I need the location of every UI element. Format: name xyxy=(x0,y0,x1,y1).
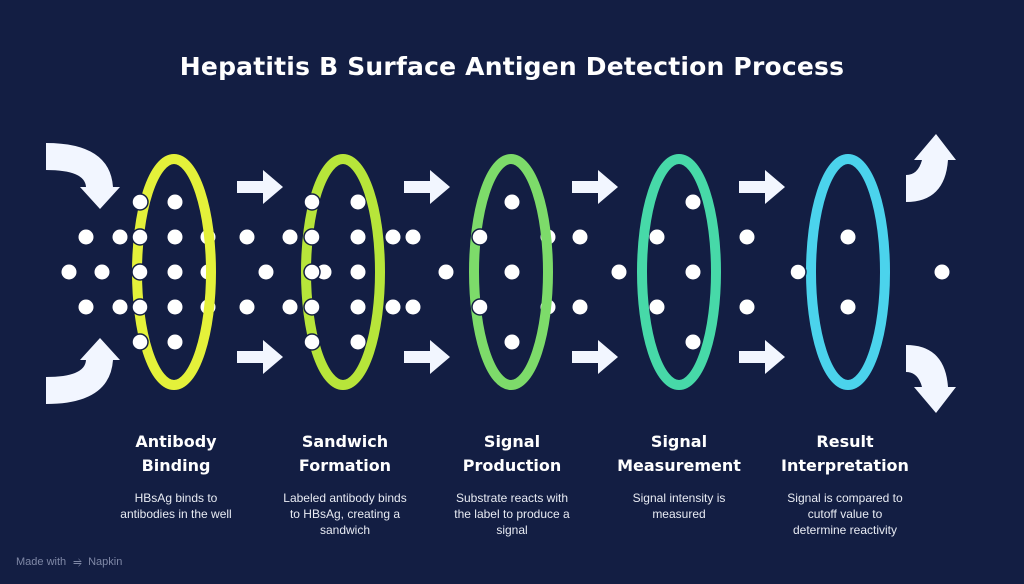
bound-particle-dot xyxy=(303,263,321,281)
particle-dot xyxy=(685,334,701,350)
bound-particle-dot xyxy=(471,298,489,316)
flow-arrow-icon xyxy=(739,340,785,374)
particle-dot xyxy=(504,194,520,210)
bound-particle-dot xyxy=(789,263,807,281)
particle-dot xyxy=(112,299,128,315)
bound-particle-dot xyxy=(131,333,149,351)
step-sandwich-formation: Sandwich Formation Labeled antibody bind… xyxy=(255,430,435,538)
particle-dot xyxy=(350,194,366,210)
napkin-logo-icon: ⥤ xyxy=(73,556,83,568)
particle-dot xyxy=(316,264,332,280)
step-antibody-binding: Antibody Binding HBsAg binds to antibodi… xyxy=(86,430,266,522)
flow-arrow-icon xyxy=(237,170,283,204)
particle-dot xyxy=(685,194,701,210)
entry-arrow-bottom-icon xyxy=(46,338,120,404)
step-description: Signal is compared to cutoff value to de… xyxy=(787,491,903,537)
bound-particle-dot xyxy=(131,193,149,211)
particle-dot xyxy=(611,264,627,280)
particle-dot xyxy=(350,299,366,315)
ring-stage-3 xyxy=(469,154,553,390)
particle-dot xyxy=(739,299,755,315)
flow-arrow-icon xyxy=(572,170,618,204)
particle-dot xyxy=(350,229,366,245)
particle-dot xyxy=(350,334,366,350)
particle-dot xyxy=(685,264,701,280)
particle-dot xyxy=(167,334,183,350)
diagram-title: Hepatitis B Surface Antigen Detection Pr… xyxy=(179,52,845,81)
particle-dot xyxy=(167,299,183,315)
step-title: Signal Production xyxy=(462,432,562,475)
particle-dot xyxy=(840,299,856,315)
particle-dot xyxy=(239,299,255,315)
particle-dot xyxy=(385,299,401,315)
particle-dot xyxy=(504,264,520,280)
particle-dot xyxy=(350,264,366,280)
particle-dot xyxy=(438,264,454,280)
step-title: Antibody Binding xyxy=(135,432,217,475)
step-title: Result Interpretation xyxy=(781,432,909,475)
particle-dot xyxy=(78,299,94,315)
particle-dot xyxy=(739,229,755,245)
ring-stage-5 xyxy=(806,154,890,390)
particle-dot xyxy=(78,229,94,245)
bound-particle-dot xyxy=(471,228,489,246)
bound-particle-dot xyxy=(131,298,149,316)
entry-arrow-top-icon xyxy=(46,143,120,209)
step-title: Sandwich Formation xyxy=(298,432,392,475)
step-title: Signal Measurement xyxy=(617,432,741,475)
particle-dot xyxy=(649,299,665,315)
particle-dot xyxy=(282,229,298,245)
flow-arrow-icon xyxy=(404,340,450,374)
step-result-interpretation: Result Interpretation Signal is compared… xyxy=(755,430,935,538)
bound-particle-dot xyxy=(303,298,321,316)
particle-dot xyxy=(405,229,421,245)
particle-dot xyxy=(61,264,77,280)
flow-arrow-icon xyxy=(739,170,785,204)
step-description: Substrate reacts with the label to produ… xyxy=(454,491,570,537)
made-with-credit[interactable]: Made with ⥤ Napkin xyxy=(16,556,123,568)
ring-stage-4 xyxy=(637,154,721,390)
particle-dot xyxy=(167,194,183,210)
particle-dot xyxy=(167,264,183,280)
step-signal-production: Signal Production Substrate reacts with … xyxy=(422,430,602,538)
particle-dot xyxy=(258,264,274,280)
exit-arrow-top-icon xyxy=(906,134,956,202)
particle-dot xyxy=(94,264,110,280)
flow-arrow-icon xyxy=(237,340,283,374)
flow-arrow-icon xyxy=(572,340,618,374)
particle-dot xyxy=(934,264,950,280)
step-description: Labeled antibody binds to HBsAg, creatin… xyxy=(283,491,407,537)
particle-dot xyxy=(239,229,255,245)
particle-dot xyxy=(572,229,588,245)
step-signal-measurement: Signal Measurement Signal intensity is m… xyxy=(589,430,769,522)
flow-arrow-icon xyxy=(404,170,450,204)
exit-arrow-bottom-icon xyxy=(906,345,956,413)
particle-dot xyxy=(572,299,588,315)
step-description: Signal intensity is measured xyxy=(632,491,726,521)
particle-dot xyxy=(385,229,401,245)
particle-dot xyxy=(649,229,665,245)
particle-dot xyxy=(167,229,183,245)
particle-dot xyxy=(840,229,856,245)
bound-particle-dot xyxy=(303,333,321,351)
bound-particle-dot xyxy=(131,228,149,246)
step-description: HBsAg binds to antibodies in the well xyxy=(120,491,232,521)
particle-dot xyxy=(405,299,421,315)
particle-dot xyxy=(504,334,520,350)
particle-dot xyxy=(112,229,128,245)
bound-particle-dot xyxy=(303,193,321,211)
particle-dot xyxy=(282,299,298,315)
bound-particle-dot xyxy=(131,263,149,281)
bound-particle-dot xyxy=(303,228,321,246)
